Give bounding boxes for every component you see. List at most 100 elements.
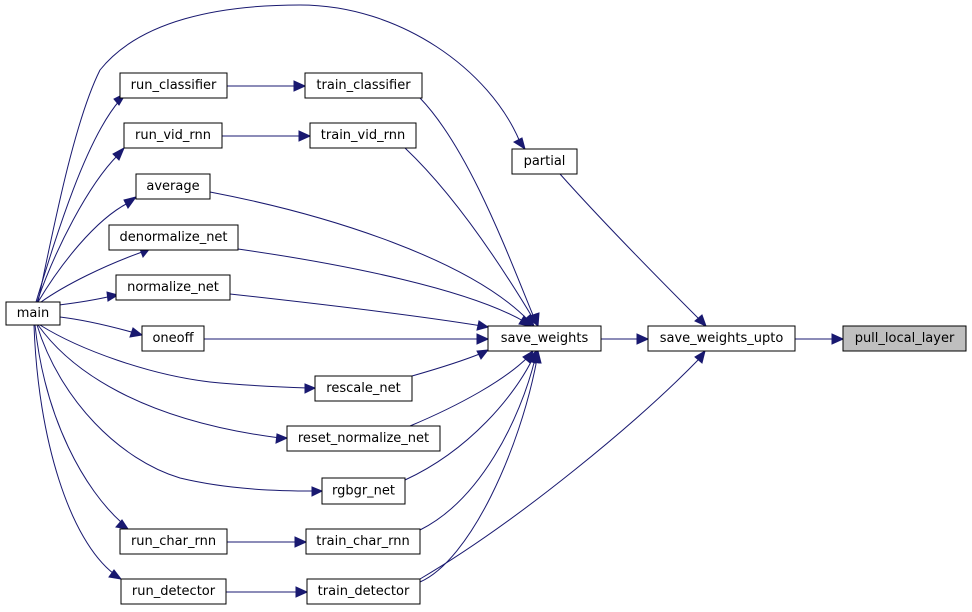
node-label: run_vid_rnn (135, 128, 211, 143)
node-label: partial (524, 154, 566, 169)
arrowhead-icon (694, 349, 706, 364)
arrowhead-icon (106, 291, 120, 302)
edge-main-to-oneoff (59, 316, 144, 338)
node-average[interactable]: average (135, 173, 211, 200)
edge-line (37, 202, 129, 303)
edge-line (37, 324, 281, 439)
arrowhead-icon (476, 349, 490, 360)
edge-train-detector-to-save-weights-upto (419, 349, 706, 580)
node-label: denormalize_net (119, 230, 227, 245)
edge-main-to-normalize-net (58, 291, 120, 306)
edges-layer (33, 4, 845, 598)
edge-rescale-net-to-save-weights (411, 349, 490, 377)
arrowhead-icon (294, 536, 308, 548)
node-run-vid-rnn[interactable]: run_vid_rnn (123, 122, 223, 149)
node-label: rescale_net (326, 381, 400, 396)
edge-oneoff-to-save-weights (204, 333, 490, 345)
edge-main-to-partial (37, 4, 526, 303)
arrowhead-icon (476, 333, 490, 345)
edge-denormalize-net-to-save-weights (237, 248, 533, 327)
node-train-char-rnn[interactable]: train_char_rnn (305, 528, 421, 555)
node-run-detector[interactable]: run_detector (120, 578, 227, 605)
edge-line (411, 352, 483, 377)
node-save-weights[interactable]: save_weights (487, 325, 602, 352)
node-denormalize-net[interactable]: denormalize_net (108, 224, 239, 251)
node-partial[interactable]: partial (511, 148, 578, 175)
edge-line (229, 293, 483, 327)
edge-line (36, 324, 316, 492)
edge-line (58, 295, 113, 306)
edge-line (409, 356, 529, 427)
edge-line (237, 248, 526, 323)
node-label: save_weights (501, 331, 589, 346)
edge-line (39, 324, 309, 389)
node-train-classifier[interactable]: train_classifier (304, 72, 423, 99)
edge-normalize-net-to-save-weights (229, 293, 490, 331)
node-pull-local-layer[interactable]: pull_local_layer (842, 325, 967, 352)
node-train-detector[interactable]: train_detector (306, 578, 421, 605)
node-label: pull_local_layer (855, 331, 955, 346)
node-run-char-rnn[interactable]: run_char_rnn (119, 528, 228, 555)
edge-line (419, 358, 536, 531)
edge-line (37, 4, 521, 303)
node-label: rgbgr_net (332, 484, 395, 499)
edge-line (419, 358, 538, 583)
node-run-classifier[interactable]: run_classifier (119, 72, 228, 99)
edge-line (209, 191, 530, 322)
edge-main-to-rgbgr-net (36, 324, 324, 497)
edge-rgbgr-net-to-save-weights (404, 349, 537, 481)
node-label: normalize_net (127, 280, 219, 295)
node-reset-normalize-net[interactable]: reset_normalize_net (286, 425, 441, 452)
arrowhead-icon (112, 146, 126, 161)
edge-main-to-average (37, 196, 138, 303)
edge-line (419, 97, 536, 321)
arrowhead-icon (831, 333, 845, 345)
arrowhead-icon (694, 314, 707, 327)
edge-main-to-rescale-net (39, 324, 317, 394)
arrowhead-icon (512, 137, 526, 151)
edge-line (40, 250, 146, 303)
arrowhead-icon (293, 80, 307, 92)
arrowhead-icon (304, 383, 317, 394)
edge-run-classifier-to-train-classifier (227, 80, 307, 92)
arrowhead-icon (518, 315, 533, 327)
node-main[interactable]: main (5, 301, 61, 326)
node-normalize-net[interactable]: normalize_net (115, 274, 231, 301)
node-train-vid-rnn[interactable]: train_vid_rnn (309, 122, 417, 149)
edge-average-to-save-weights (209, 191, 535, 327)
node-label: train_vid_rnn (321, 128, 405, 143)
edge-main-to-run-char-rnn (34, 324, 130, 530)
edge-line (419, 357, 701, 580)
edge-line (33, 324, 115, 575)
edge-run-vid-rnn-to-train-vid-rnn (222, 130, 312, 142)
arrowhead-icon (311, 486, 324, 497)
edge-line (404, 147, 535, 321)
edge-main-to-run-vid-rnn (36, 146, 126, 303)
node-label: main (17, 306, 49, 321)
arrowhead-icon (636, 333, 650, 345)
node-rgbgr-net[interactable]: rgbgr_net (321, 477, 406, 505)
node-label: save_weights_upto (660, 331, 784, 346)
arrowhead-icon (275, 433, 289, 444)
node-label: run_detector (132, 584, 216, 599)
node-oneoff[interactable]: oneoff (141, 325, 205, 352)
node-label: average (146, 179, 199, 194)
node-save-weights-upto[interactable]: save_weights_upto (647, 325, 796, 352)
edge-train-detector-to-save-weights (419, 349, 542, 583)
arrowhead-icon (123, 196, 138, 209)
edge-save-weights-upto-to-pull-local-layer (795, 333, 845, 345)
edge-main-to-reset-normalize-net (37, 324, 289, 444)
edge-line (34, 324, 123, 524)
edge-main-to-run-detector (33, 324, 123, 580)
arrowhead-icon (295, 586, 309, 598)
arrowhead-icon (476, 320, 490, 331)
edge-run-char-rnn-to-train-char-rnn (227, 536, 308, 548)
edge-line (404, 357, 534, 481)
arrowhead-icon (115, 519, 130, 530)
node-label: reset_normalize_net (298, 431, 429, 446)
edge-train-classifier-to-save-weights (419, 97, 540, 328)
node-label: run_char_rnn (131, 534, 216, 549)
node-rescale-net[interactable]: rescale_net (314, 375, 413, 402)
edge-line (59, 316, 136, 334)
